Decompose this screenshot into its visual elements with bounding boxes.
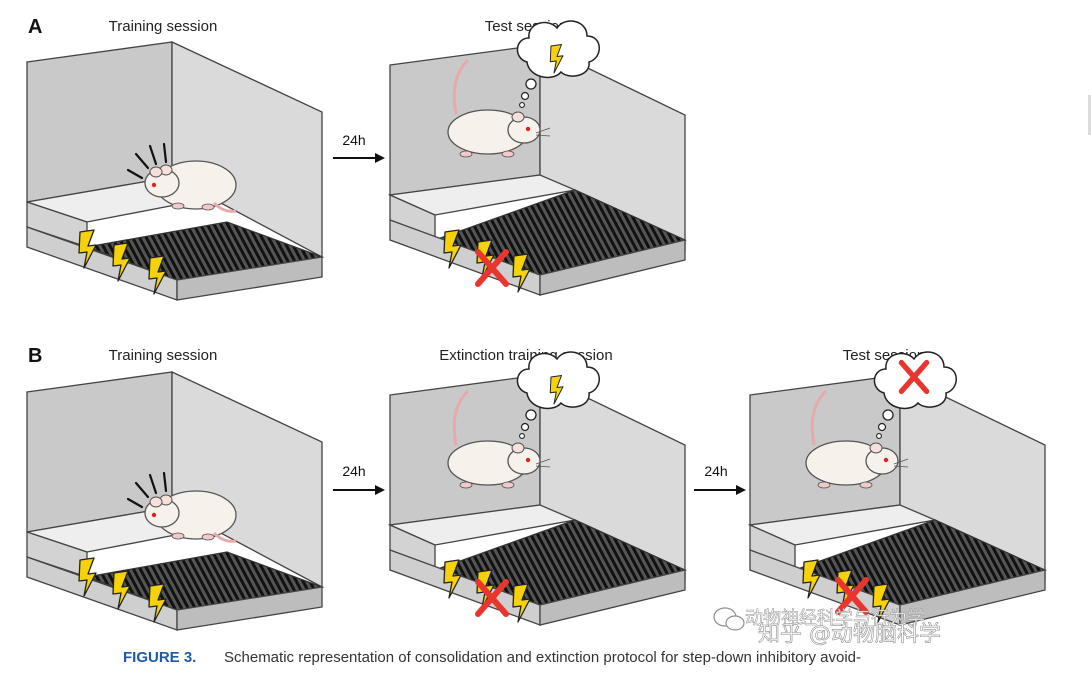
panel-b-delay-label-1: 24h bbox=[342, 463, 365, 479]
watermark-line-1: 动物神经科学与行为学 bbox=[745, 608, 925, 629]
wechat-logo-icon bbox=[713, 607, 745, 631]
caption-figure-label: FIGURE 3. bbox=[123, 649, 196, 666]
watermark: 动物神经科学与行为学 知乎 @动物脑科学 bbox=[713, 607, 941, 647]
panel-a-training-label: Training session bbox=[109, 18, 218, 35]
panel-a-letter: A bbox=[28, 16, 42, 38]
panel-b-training-label: Training session bbox=[109, 347, 218, 364]
panel-b-test-box bbox=[749, 374, 1046, 626]
panel-b-extinction-box bbox=[389, 374, 686, 626]
scrollbar-edge bbox=[1088, 95, 1091, 135]
panel-b: B Training session Extinction training s… bbox=[26, 345, 1046, 631]
panel-b-delay-label-2: 24h bbox=[704, 463, 727, 479]
arrow-icon bbox=[332, 484, 386, 496]
watermark-line-2: 知乎 @动物脑科学 bbox=[758, 622, 941, 647]
caption: FIGURE 3. Schematic representation of co… bbox=[123, 649, 861, 666]
arrow-icon bbox=[332, 152, 386, 164]
panel-a-test-box bbox=[389, 44, 686, 296]
caption-text: Schematic representation of consolidatio… bbox=[224, 649, 861, 666]
panel-a: A Training session Test session 24h bbox=[26, 16, 686, 301]
panel-b-letter: B bbox=[28, 345, 42, 367]
arrow-icon bbox=[693, 484, 747, 496]
panel-a-delay-label: 24h bbox=[342, 132, 365, 148]
